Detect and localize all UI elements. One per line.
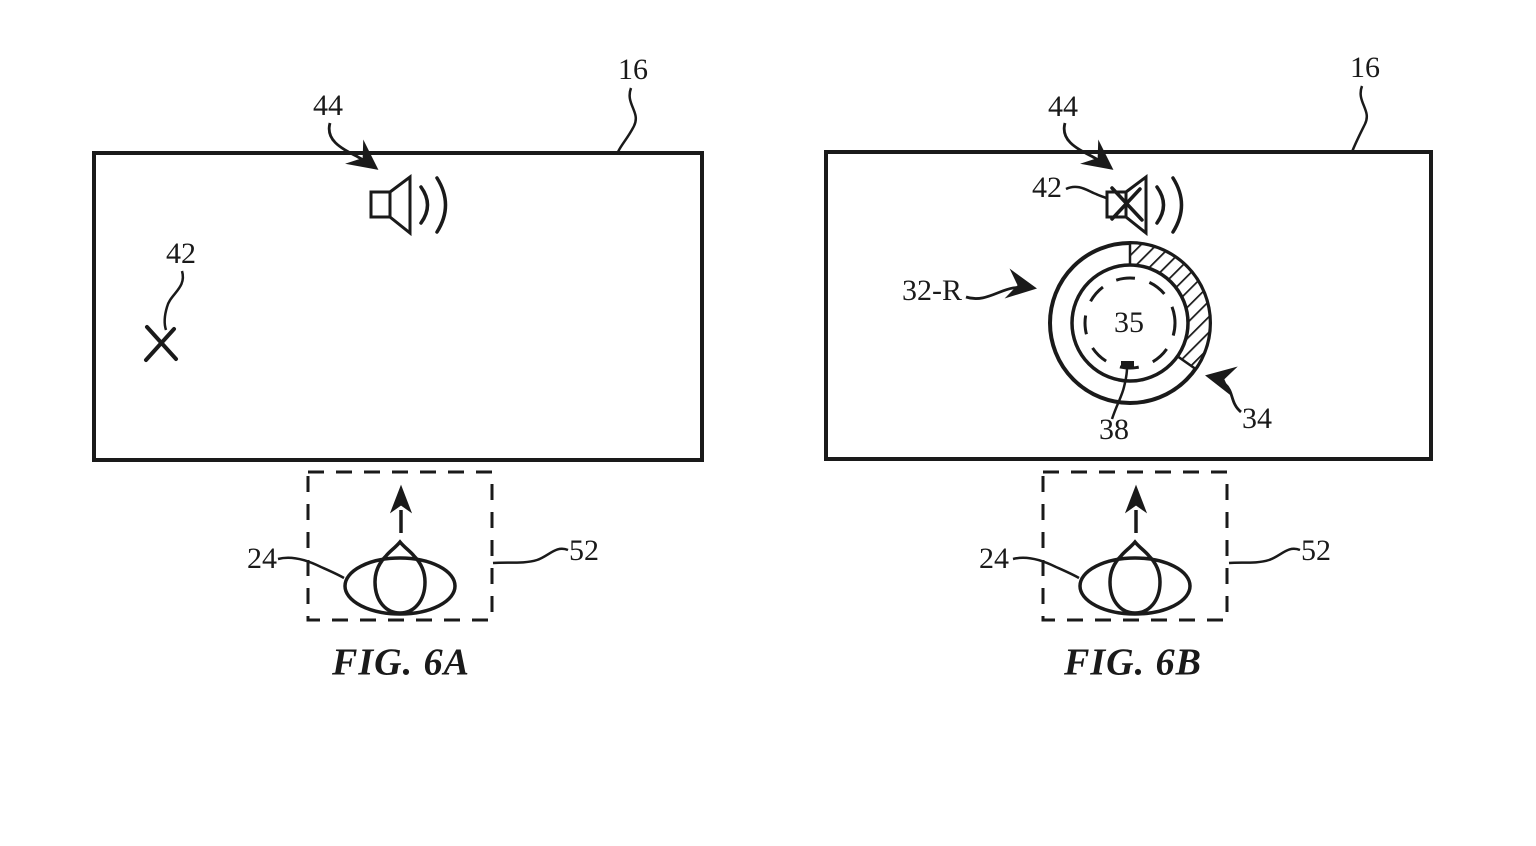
figure-6b: 16 44 42 35 32-R 38 34 24 52 FIG. 6B (824, 51, 1433, 684)
leader-16-6b (1350, 85, 1368, 153)
leader-42-6a (163, 270, 185, 331)
label-34: 34 (1242, 402, 1272, 435)
leader-32R (965, 268, 1037, 300)
leader-24-6b (1012, 556, 1080, 580)
leader-52-6b (1228, 547, 1301, 565)
caption-6a: FIG. 6A (331, 642, 470, 684)
label-32R: 32-R (902, 274, 962, 307)
ring-inner-circle (1070, 263, 1190, 383)
leader-44-6b (1062, 122, 1114, 170)
leader-34 (1205, 366, 1242, 414)
label-42-6b: 42 (1032, 171, 1062, 204)
x-mark-icon-6a (144, 325, 178, 362)
leader-42-6b (1065, 185, 1107, 200)
label-52-6a: 52 (569, 534, 599, 567)
ring-dashed-circle (1083, 276, 1177, 370)
label-52-6b: 52 (1301, 534, 1331, 567)
x-mark-icon-6b (1110, 186, 1144, 222)
label-16-6a: 16 (618, 53, 648, 86)
listening-zone-6b (1041, 470, 1229, 622)
leader-24-6a (277, 556, 345, 580)
label-44-6b: 44 (1048, 90, 1078, 123)
listening-zone-6a (306, 470, 494, 622)
label-35: 35 (1114, 306, 1144, 339)
leader-38 (1110, 367, 1129, 420)
leader-16-6a (616, 87, 637, 153)
label-24-6a: 24 (247, 542, 277, 575)
label-38: 38 (1099, 413, 1129, 446)
label-44-6a: 44 (313, 89, 343, 122)
label-24-6b: 24 (979, 542, 1009, 575)
figure-6a: 16 44 42 24 52 FIG. 6A (92, 53, 704, 684)
leader-44-6a (327, 122, 379, 170)
leader-52-6a (492, 547, 569, 565)
label-42-6a: 42 (166, 237, 196, 270)
caption-6b: FIG. 6B (1063, 642, 1202, 684)
label-16-6b: 16 (1350, 51, 1380, 84)
